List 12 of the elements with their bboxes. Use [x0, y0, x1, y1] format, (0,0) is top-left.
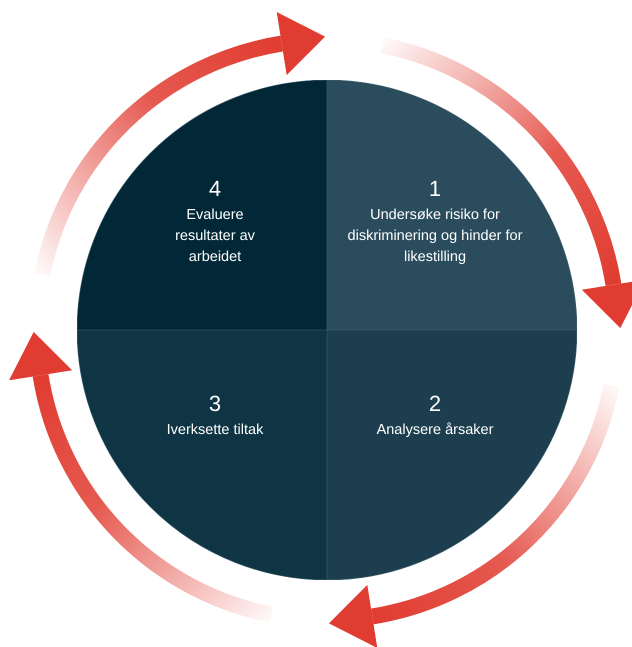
- step-label: Evaluere resultater av arbeidet: [174, 206, 256, 267]
- circle-quadrant: [327, 80, 577, 330]
- circle-quadrant: [327, 330, 577, 580]
- step-label: Undersøke risiko for diskriminering og hinder for likestilling: [346, 206, 524, 267]
- step-number: 1: [428, 175, 442, 203]
- step-number: 4: [208, 175, 222, 203]
- circle-quadrant: [77, 80, 327, 330]
- step-number: 3: [208, 390, 222, 418]
- circle-quadrant: [77, 330, 327, 580]
- step-label: Analysere årsaker: [376, 421, 494, 440]
- step-label: Iverksette tiltak: [166, 421, 264, 440]
- step-number: 2: [428, 390, 442, 418]
